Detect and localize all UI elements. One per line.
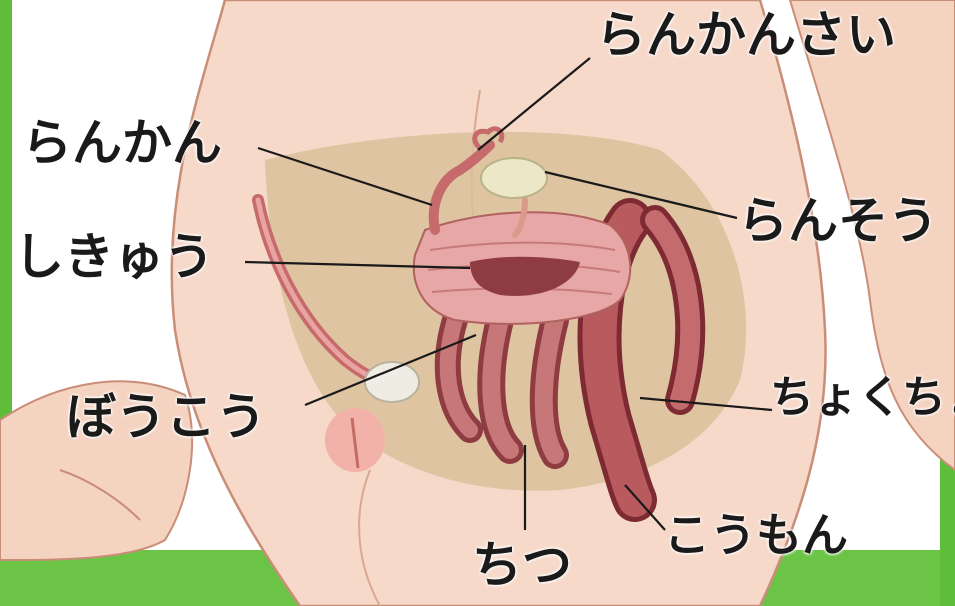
bladder-shape [365,362,419,402]
ovary-shape [481,158,547,198]
label-chitsu: ちつ [472,540,572,590]
label-ransou: らんそう [738,196,938,246]
label-chokuchou: ちょくちょ [770,376,955,420]
label-koumon: こうもん [664,512,848,558]
label-rankan: らんかん [22,118,222,168]
label-shikyuu: しきゅう [14,232,214,282]
label-boukou: ぼうこう [66,392,266,442]
label-rankansai: らんかんさい [596,10,896,60]
